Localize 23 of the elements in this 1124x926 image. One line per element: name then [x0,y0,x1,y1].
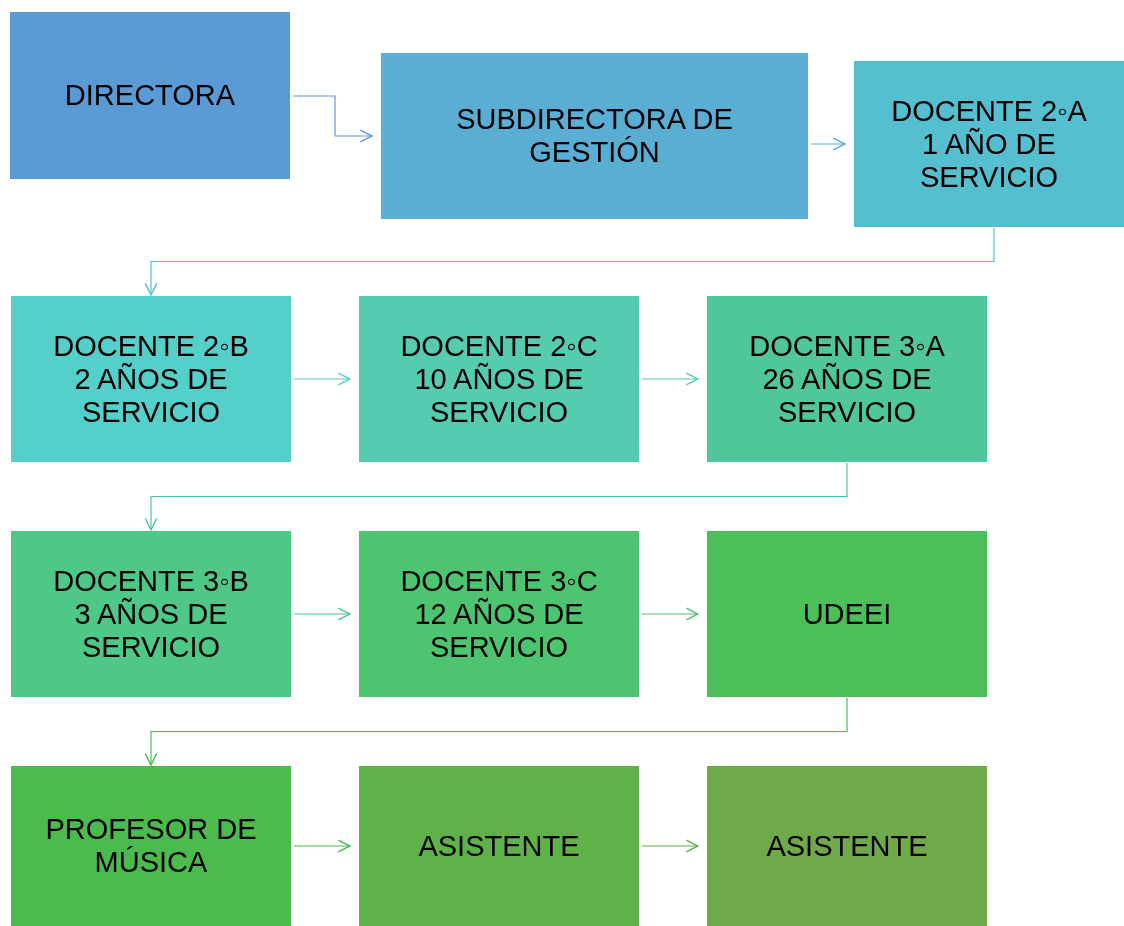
process-box: PROFESOR DE MÚSICA [11,766,291,926]
arrow [641,607,699,621]
process-box: UDEEI [707,531,987,697]
process-box: DOCENTE 2◦B 2 AÑOS DE SERVICIO [11,296,291,462]
process-box: ASISTENTE [707,766,987,926]
arrow [293,839,351,853]
arrow [810,137,846,151]
process-box: SUBDIRECTORA DE GESTIÓN [381,53,808,219]
arrow [293,607,351,621]
arrow [641,839,699,853]
arrow [292,95,373,143]
process-box: DOCENTE 3◦C 12 AÑOS DE SERVICIO [359,531,639,697]
arrow [144,462,848,531]
process-box: DOCENTE 3◦A 26 AÑOS DE SERVICIO [707,296,987,462]
arrow [293,372,351,386]
process-box: DIRECTORA [10,12,290,179]
process-box: DOCENTE 3◦B 3 AÑOS DE SERVICIO [11,531,291,697]
process-box: DOCENTE 2◦C 10 AÑOS DE SERVICIO [359,296,639,462]
process-box: DOCENTE 2◦A 1 AÑO DE SERVICIO [854,61,1124,227]
arrow [144,697,848,766]
process-box: ASISTENTE [359,766,639,926]
arrow [641,372,699,386]
arrow [144,227,995,296]
